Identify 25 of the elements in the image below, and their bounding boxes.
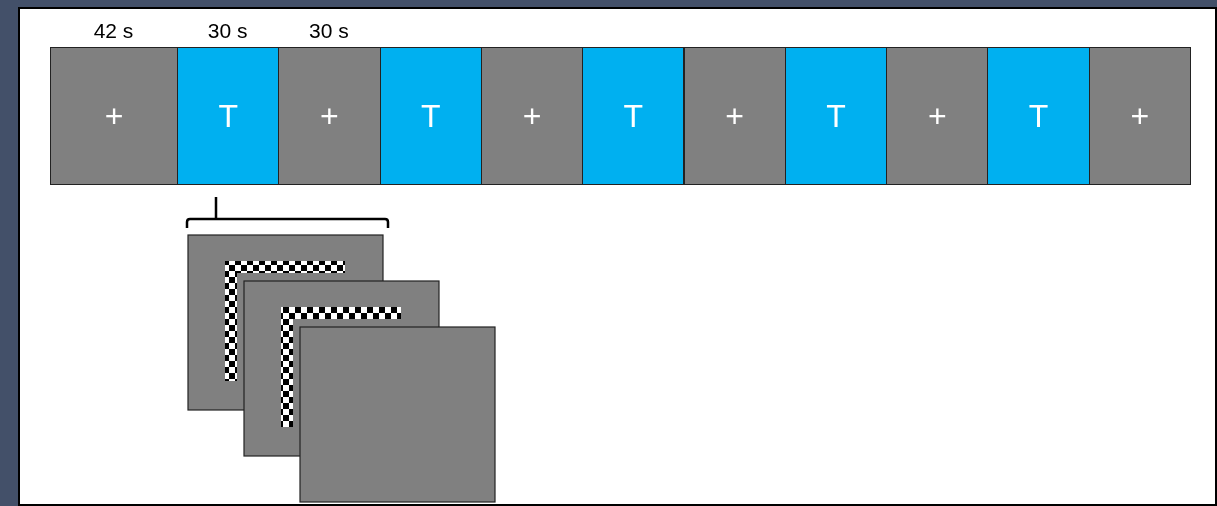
task-letter: T (826, 100, 846, 132)
task-block (987, 47, 1090, 185)
fixation-block (886, 47, 989, 185)
fixation-cross: + (320, 100, 339, 132)
fixation-cross: + (522, 100, 542, 132)
task-letter: T (1028, 100, 1049, 132)
fixation-block (1088, 47, 1191, 185)
fixation-block (278, 47, 381, 185)
task-letter: T (420, 100, 441, 132)
fixation-cross: + (104, 100, 124, 132)
fixation-cross: + (1130, 100, 1150, 132)
task-block (582, 47, 685, 185)
fixation-block (50, 47, 178, 185)
task-block (379, 47, 482, 185)
task-block (784, 47, 888, 185)
task-letter: T (623, 100, 644, 132)
fixation-cross: + (725, 100, 744, 132)
duration-label: 30 s (308, 20, 350, 41)
fixation-cross: + (927, 100, 947, 132)
fixation-block (683, 47, 786, 185)
duration-label: 42 s (92, 20, 135, 41)
task-block (177, 47, 280, 185)
task-letter: T (218, 100, 238, 132)
duration-label: 30 s (206, 20, 249, 41)
fixation-block (480, 47, 584, 185)
